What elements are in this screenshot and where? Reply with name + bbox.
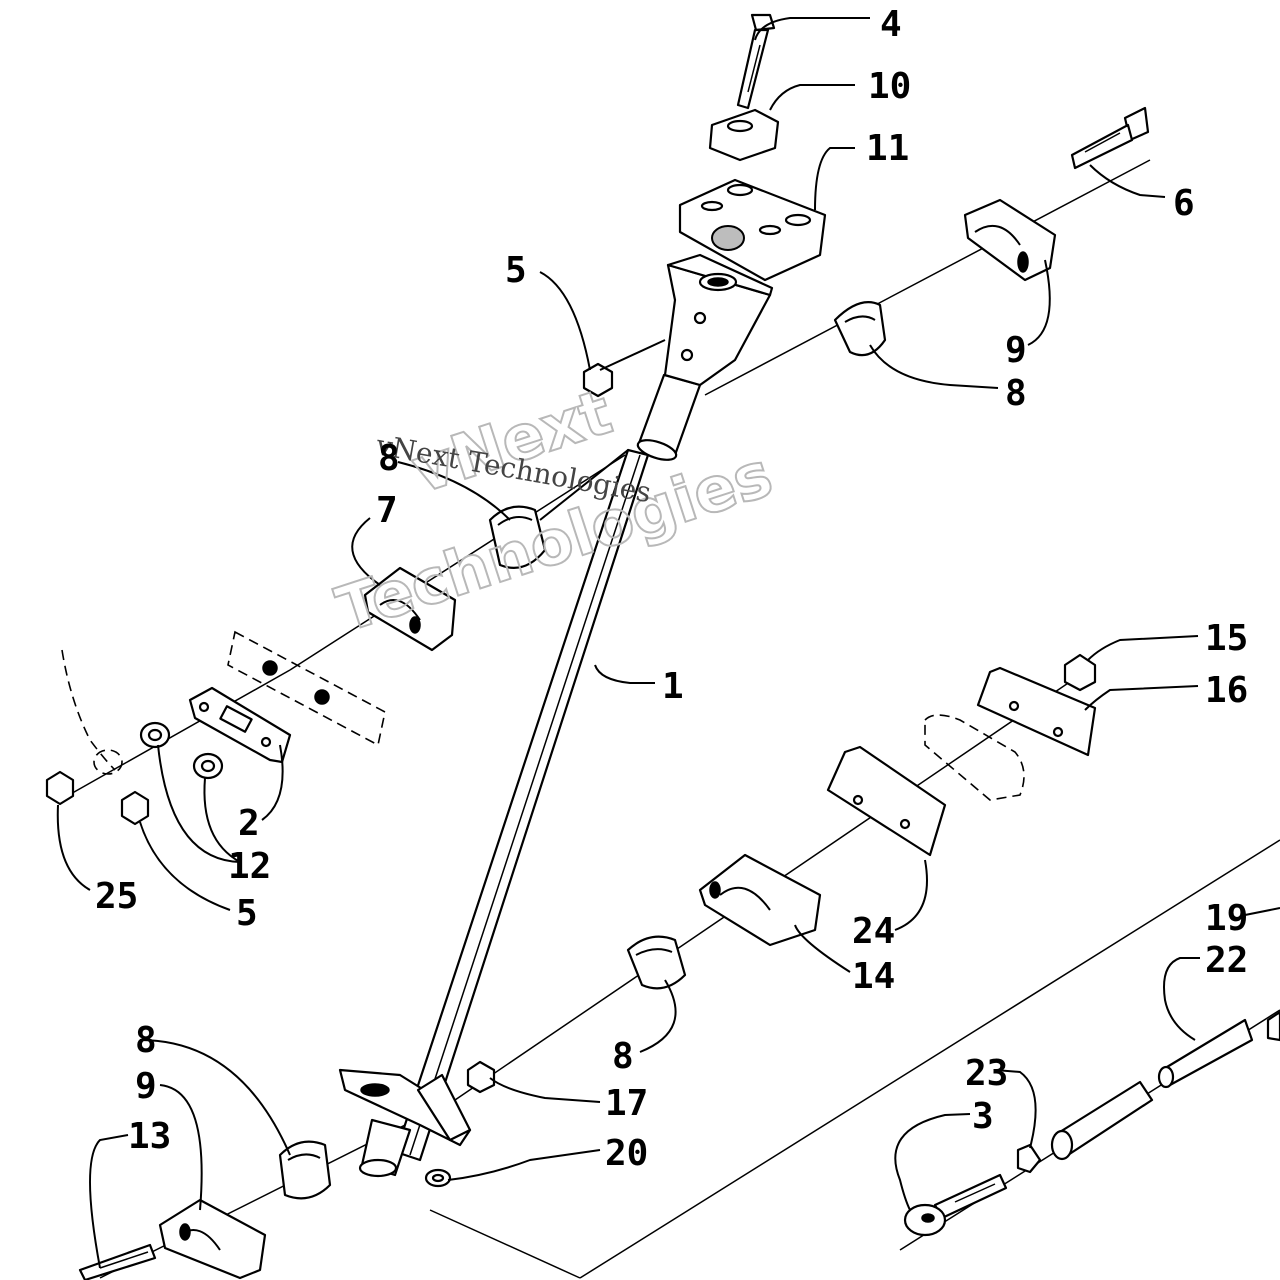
- callout-8-mid: 8: [378, 438, 400, 479]
- callout-25: 25: [95, 876, 138, 917]
- callout-11: 11: [866, 128, 909, 169]
- callout-5-top: 5: [505, 250, 527, 291]
- callout-14: 14: [852, 956, 895, 997]
- callout-23: 23: [965, 1053, 1008, 1094]
- tie-rod-group: [903, 1010, 1280, 1237]
- callout-13: 13: [128, 1116, 171, 1157]
- lower-left-clamp-group: [78, 1140, 332, 1280]
- callout-5-bottom: 5: [236, 893, 258, 934]
- callout-8-lower-right: 8: [612, 1036, 634, 1077]
- callout-12: 12: [228, 846, 271, 887]
- callout-3: 3: [972, 1096, 994, 1137]
- callout-16: 16: [1205, 670, 1248, 711]
- mid-left-clamp-group: [363, 505, 547, 652]
- callout-17: 17: [605, 1083, 648, 1124]
- callout-8-lower-left: 8: [135, 1020, 157, 1061]
- callout-22: 22: [1205, 940, 1248, 981]
- callout-2: 2: [238, 803, 260, 844]
- leader-lines: [56, 17, 1280, 1269]
- callout-24: 24: [852, 911, 895, 952]
- right-hardware-group: [626, 653, 1097, 990]
- callout-7: 7: [376, 490, 398, 531]
- callout-19: 19: [1205, 898, 1248, 939]
- callout-1: 1: [662, 666, 684, 707]
- callout-8-top: 8: [1005, 373, 1027, 414]
- left-hardware-group: [45, 630, 386, 826]
- lower-center-hardware: [424, 1060, 496, 1188]
- callout-9-top: 9: [1005, 330, 1027, 371]
- callout-4: 4: [880, 4, 902, 45]
- callout-6: 6: [1173, 183, 1195, 224]
- callout-10: 10: [868, 66, 911, 107]
- upper-right-clamp-group: [582, 106, 1150, 398]
- callout-20: 20: [605, 1133, 648, 1174]
- callout-9-lower: 9: [135, 1066, 157, 1107]
- callout-labels: 4 10 11 6 5 9 8 8 7 1 15 16 2 12 25 5 24…: [95, 4, 1248, 1174]
- steering-post: [338, 253, 774, 1178]
- callout-15: 15: [1205, 618, 1248, 659]
- upper-clamp-group: [678, 13, 827, 282]
